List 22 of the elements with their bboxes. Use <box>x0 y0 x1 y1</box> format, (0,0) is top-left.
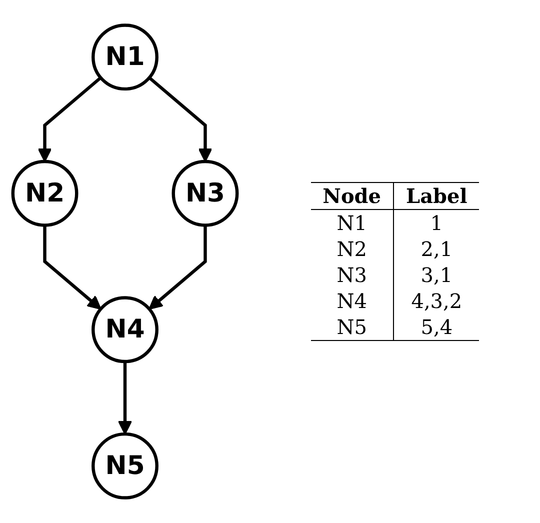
arrow <box>38 76 102 162</box>
node-circle: N3 <box>172 160 239 227</box>
column-header: Node <box>310 182 394 210</box>
arrow <box>43 225 102 310</box>
table-cell: 5,4 <box>394 314 480 340</box>
table-cell: N4 <box>310 288 394 314</box>
column-header: Label <box>394 182 480 210</box>
table-cell: 3,1 <box>394 262 480 288</box>
arrow <box>118 362 132 435</box>
arrow <box>148 225 207 310</box>
node-circle: N2 <box>11 160 78 227</box>
node-circle: N4 <box>92 296 158 364</box>
node-circle: N1 <box>92 24 158 91</box>
table-cell: 1 <box>394 210 480 236</box>
table-cell: N5 <box>310 314 394 340</box>
table-cell: N3 <box>310 262 394 288</box>
node-circle: N5 <box>92 432 158 500</box>
table-cell: 4,3,2 <box>394 288 480 314</box>
table-cell: N1 <box>310 210 394 236</box>
arrow <box>148 76 212 162</box>
table-cell: 2,1 <box>394 236 480 262</box>
table-cell: N2 <box>310 236 394 262</box>
